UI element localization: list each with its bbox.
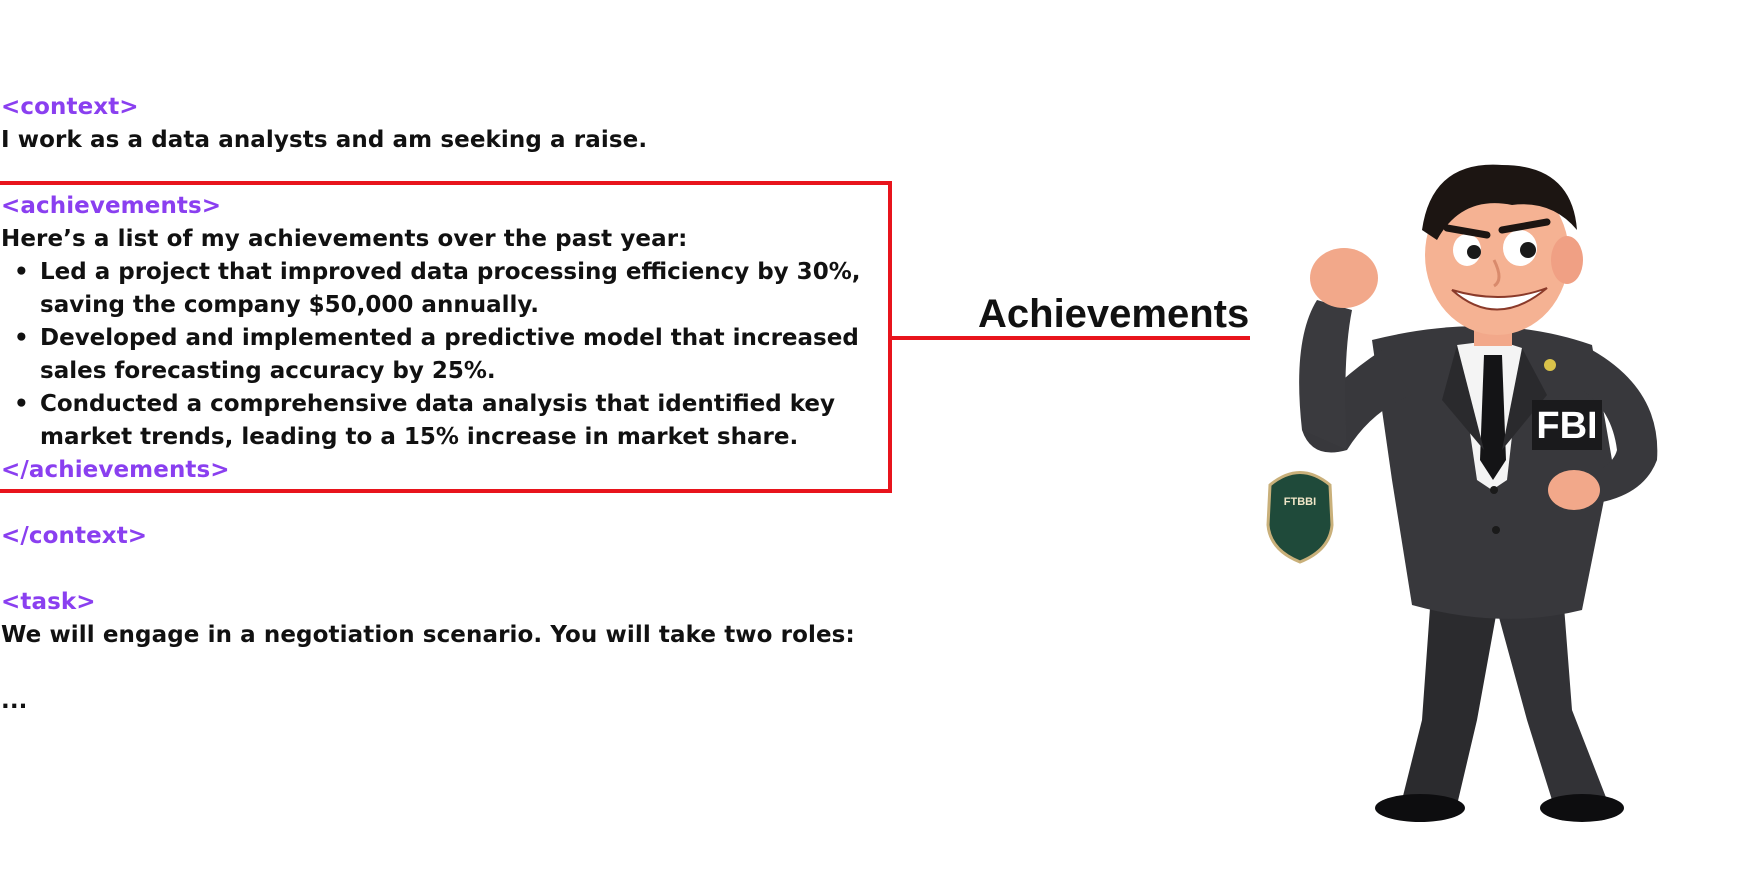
right-shoe <box>1540 794 1624 822</box>
fist <box>1310 248 1378 308</box>
achievement-item-3: • Conducted a comprehensive data analysis… <box>14 389 835 419</box>
ellipsis: ... <box>1 688 28 714</box>
right-eyebrow <box>1498 218 1551 234</box>
nose <box>1492 259 1501 288</box>
achievement-item-text: Led a project that improved data process… <box>40 259 861 285</box>
fbi-patch <box>1532 400 1602 450</box>
left-shoe <box>1375 794 1465 822</box>
achievement-item-text: Conducted a comprehensive data analysis … <box>40 391 835 417</box>
context-open-tag: <context> <box>1 94 139 120</box>
left-pupil <box>1467 245 1481 259</box>
task-open-tag: <task> <box>1 589 96 615</box>
tie <box>1480 355 1506 480</box>
left-eyebrow <box>1443 224 1491 239</box>
lapel-pin <box>1544 359 1556 371</box>
context-text: I work as a data analysts and am seeking… <box>1 127 648 153</box>
ear <box>1551 236 1583 284</box>
achievements-intro: Here’s a list of my achievements over th… <box>1 226 688 252</box>
achievements-open-tag: <achievements> <box>1 193 222 219</box>
context-close-tag: </context> <box>1 523 148 549</box>
shield-badge-text: FTBBI <box>1284 496 1316 508</box>
left-leg <box>1402 580 1497 805</box>
jacket-button <box>1492 526 1500 534</box>
bullet-icon: • <box>14 391 29 417</box>
achievement-item-text: Developed and implemented a predictive m… <box>40 325 859 351</box>
achievement-item-continuation: sales forecasting accuracy by 25%. <box>40 358 496 384</box>
bullet-icon: • <box>14 325 29 351</box>
left-lapel <box>1442 345 1484 450</box>
right-leg <box>1497 580 1607 800</box>
fbi-agent-illustration: FBI FTBBI <box>1266 164 1658 822</box>
hip-arm <box>1572 350 1658 505</box>
hand-on-hip <box>1548 470 1600 510</box>
callout-label: Achievements <box>978 292 1250 336</box>
smile <box>1451 287 1548 311</box>
achievement-item-continuation: market trends, leading to a 15% increase… <box>40 424 799 450</box>
hair <box>1422 164 1577 240</box>
jacket-button <box>1490 486 1498 494</box>
forearm <box>1299 300 1352 450</box>
callout-connector-line <box>892 336 1250 340</box>
task-text: We will engage in a negotiation scenario… <box>1 622 855 648</box>
fbi-patch-text: FBI <box>1536 405 1597 447</box>
right-pupil <box>1520 242 1536 258</box>
achievements-close-tag: </achievements> <box>1 457 230 483</box>
achievement-item-continuation: saving the company $50,000 annually. <box>40 292 539 318</box>
achievement-item-2: • Developed and implemented a predictive … <box>14 323 859 353</box>
right-lapel <box>1502 348 1547 450</box>
achievement-item-1: • Led a project that improved data proces… <box>14 257 860 287</box>
bullet-icon: • <box>14 259 29 285</box>
achievements-highlight-box <box>0 181 892 493</box>
shield-badge-icon <box>1266 471 1334 564</box>
